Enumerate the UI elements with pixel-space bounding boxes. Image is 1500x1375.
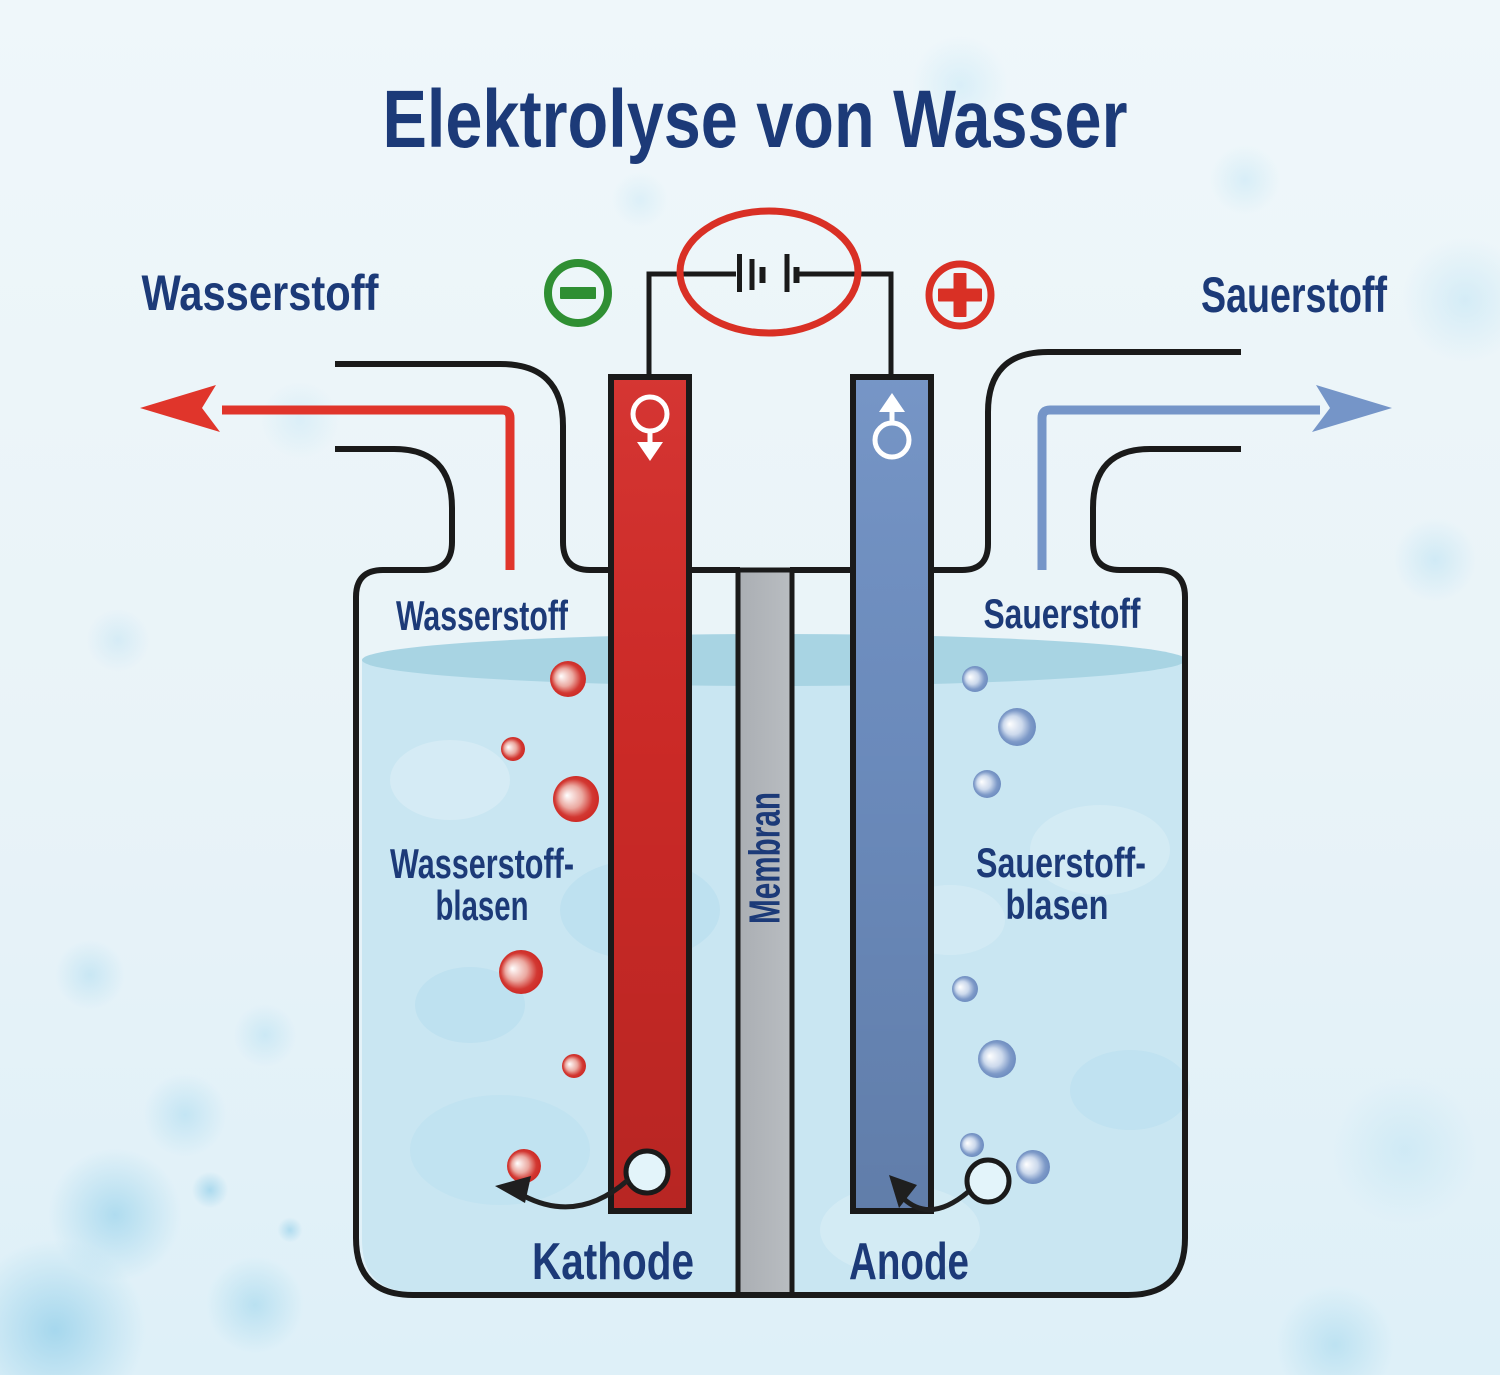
battery-highlight-ellipse — [676, 207, 862, 337]
hydrogen-bubble — [501, 737, 525, 761]
anode-release-arrowhead-icon — [889, 1175, 917, 1208]
label-hydrogen-bubbles-line2: blasen — [436, 882, 529, 929]
hydrogen-bubble — [562, 1054, 586, 1078]
cathode-bubble-detail — [495, 1148, 671, 1210]
label-hydrogen-bubbles-line1: Wasserstoff- — [390, 840, 574, 887]
wire-cathode — [646, 271, 736, 377]
cathode-release-arrowhead-icon — [495, 1176, 531, 1203]
label-oxygen-gas: Sauerstoff — [984, 590, 1142, 637]
minus-icon — [544, 259, 612, 327]
label-cathode: Kathode — [532, 1233, 694, 1291]
battery-icon — [737, 254, 800, 292]
circuit — [544, 207, 995, 377]
cathode-gas-symbol-icon — [630, 394, 670, 461]
right-pipe-outer — [932, 349, 1241, 573]
plus-icon — [925, 260, 995, 330]
anode-bubble-detail — [889, 1157, 1012, 1213]
anode-nucleation-circle — [964, 1157, 1012, 1205]
oxygen-bubble — [962, 666, 988, 692]
cathode-electrode — [608, 374, 692, 1214]
vessel-outline — [335, 349, 1241, 1298]
label-oxygen-bubbles-line1: Sauerstoff- — [976, 839, 1146, 886]
left-pipe-outer — [335, 361, 609, 573]
oxygen-flow-arrow — [1037, 385, 1392, 570]
anode-release-arrow — [901, 1190, 970, 1213]
labels: Elektrolyse von Wasser Wasserstoff Sauer… — [142, 74, 1388, 1291]
hydrogen-bubble — [553, 776, 599, 822]
oxygen-bubble — [960, 1133, 984, 1157]
page-title: Elektrolyse von Wasser — [383, 74, 1128, 165]
oxygen-bubble — [998, 708, 1036, 746]
wire-anode — [799, 271, 894, 377]
anode-gas-symbol-icon — [872, 393, 912, 460]
hydrogen-bubble — [507, 1149, 541, 1183]
oxygen-bubble — [973, 770, 1001, 798]
hydrogen-bubble — [550, 661, 586, 697]
label-hydrogen-outlet: Wasserstoff — [142, 265, 379, 321]
membrane-bar — [735, 567, 795, 1298]
hydrogen-bubble — [499, 950, 543, 994]
oxygen-bubble — [952, 976, 978, 1002]
label-membrane: Membran — [741, 792, 790, 924]
label-hydrogen-gas: Wasserstoff — [396, 592, 569, 639]
oxygen-bubble — [1016, 1150, 1050, 1184]
membrane — [735, 567, 795, 1298]
vessel-body-and-left-pipe-inner — [335, 446, 1241, 1298]
hydrogen-flow-arrow — [140, 385, 515, 570]
oxygen-bubble — [978, 1040, 1016, 1078]
hydrogen-bubbles — [499, 661, 599, 1183]
label-oxygen-outlet: Sauerstoff — [1201, 267, 1387, 323]
cathode-release-arrow — [522, 1178, 630, 1210]
cathode-nucleation-circle — [623, 1148, 671, 1196]
oxygen-arrowhead-icon — [1312, 385, 1392, 432]
label-oxygen-bubbles-line2: blasen — [1006, 881, 1109, 928]
label-anode: Anode — [849, 1233, 969, 1291]
anode-electrode — [850, 374, 934, 1214]
hydrogen-arrowhead-icon — [140, 385, 220, 432]
oxygen-bubbles — [952, 666, 1050, 1184]
